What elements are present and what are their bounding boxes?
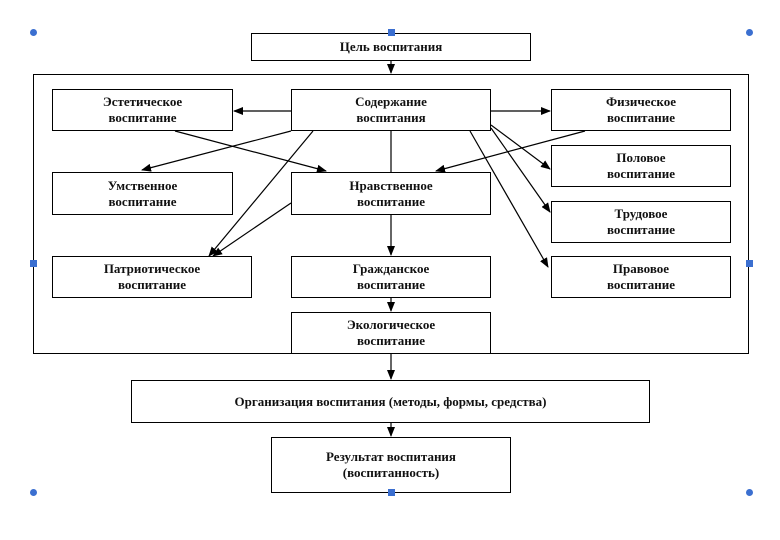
node-sexual: Половое воспитание xyxy=(551,145,731,187)
handle-top-center[interactable] xyxy=(388,29,395,36)
handle-middle-left[interactable] xyxy=(30,260,37,267)
node-moral: Нравственное воспитание xyxy=(291,172,491,215)
arrow-content-labor xyxy=(490,127,551,213)
node-content: Содержание воспитания xyxy=(291,89,491,131)
arrow-moral-patriotic xyxy=(212,202,292,257)
node-organization: Организация воспитания (методы, формы, с… xyxy=(131,380,650,423)
node-mental: Умственное воспитание xyxy=(52,172,233,215)
node-physical: Физическое воспитание xyxy=(551,89,731,131)
handle-bottom-right[interactable] xyxy=(746,489,753,496)
arrow-content-mental xyxy=(141,130,292,172)
handle-middle-right[interactable] xyxy=(746,260,753,267)
node-aesthetic: Эстетическое воспитание xyxy=(52,89,233,131)
node-legal: Правовое воспитание xyxy=(551,256,731,298)
node-goal: Цель воспитания xyxy=(251,33,531,61)
arrow-content-sexual xyxy=(490,124,551,170)
node-result: Результат воспитания (воспитанность) xyxy=(271,437,511,493)
handle-bottom-center[interactable] xyxy=(388,489,395,496)
node-patriotic: Патриотическое воспитание xyxy=(52,256,252,298)
handle-top-left[interactable] xyxy=(30,29,37,36)
node-civic: Гражданское воспитание xyxy=(291,256,491,298)
handle-top-right[interactable] xyxy=(746,29,753,36)
arrow-physical-moral xyxy=(435,130,586,173)
arrow-content-legal xyxy=(469,130,549,268)
handle-bottom-left[interactable] xyxy=(30,489,37,496)
arrow-aesthetic-moral xyxy=(174,130,327,173)
node-ecological: Экологическое воспитание xyxy=(291,312,491,354)
node-labor: Трудовое воспитание xyxy=(551,201,731,243)
arrow-content-patriotic xyxy=(208,130,314,257)
